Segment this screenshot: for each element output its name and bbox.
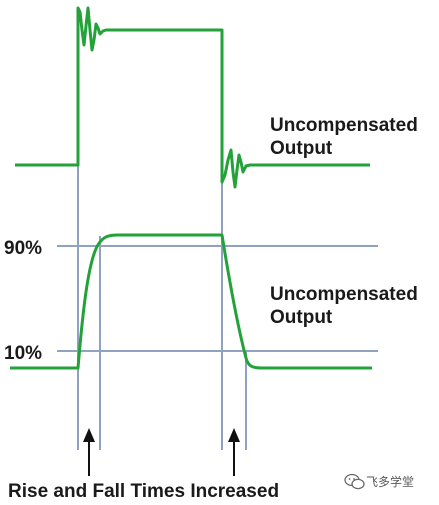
- wechat-icon: [344, 473, 365, 490]
- fall-time-arrow: [228, 428, 240, 476]
- watermark: 飞多学堂: [344, 473, 414, 490]
- upper-output-label-line2: Output: [270, 138, 333, 159]
- upper-output-waveform: [15, 6, 370, 189]
- level-90-label: 90%: [4, 238, 42, 259]
- lower-output-waveform: [10, 233, 372, 370]
- watermark-text: 飞多学堂: [366, 474, 414, 489]
- lower-output-label-line1: Uncompensated: [270, 284, 418, 305]
- level-10-label: 10%: [4, 343, 42, 364]
- rise-time-arrow: [83, 428, 95, 476]
- lower-output-label-line2: Output: [270, 307, 333, 328]
- caption-text: Rise and Fall Times Increased: [8, 481, 279, 500]
- upper-output-label-line1: Uncompensated: [270, 115, 418, 136]
